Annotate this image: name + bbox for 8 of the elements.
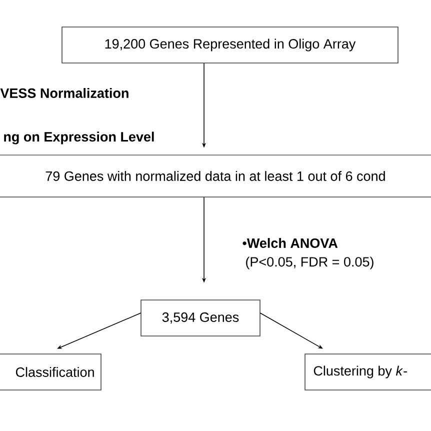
step-label: •Welch ANOVA <box>242 238 338 248</box>
process-box: 3,594 Genes <box>140 300 260 336</box>
process-box: 79 Genes with normalized data in at least 1 out of 6 cond <box>0 154 431 198</box>
process-box: 19,200 Genes Represented in Oligo Array <box>62 26 398 64</box>
process-box: Classification <box>0 354 102 390</box>
step-label: (P<0.05, FDR = 0.05) <box>246 256 374 270</box>
process-box: Clustering by k- <box>304 354 431 390</box>
step-label: VESS Normalization <box>0 88 128 98</box>
